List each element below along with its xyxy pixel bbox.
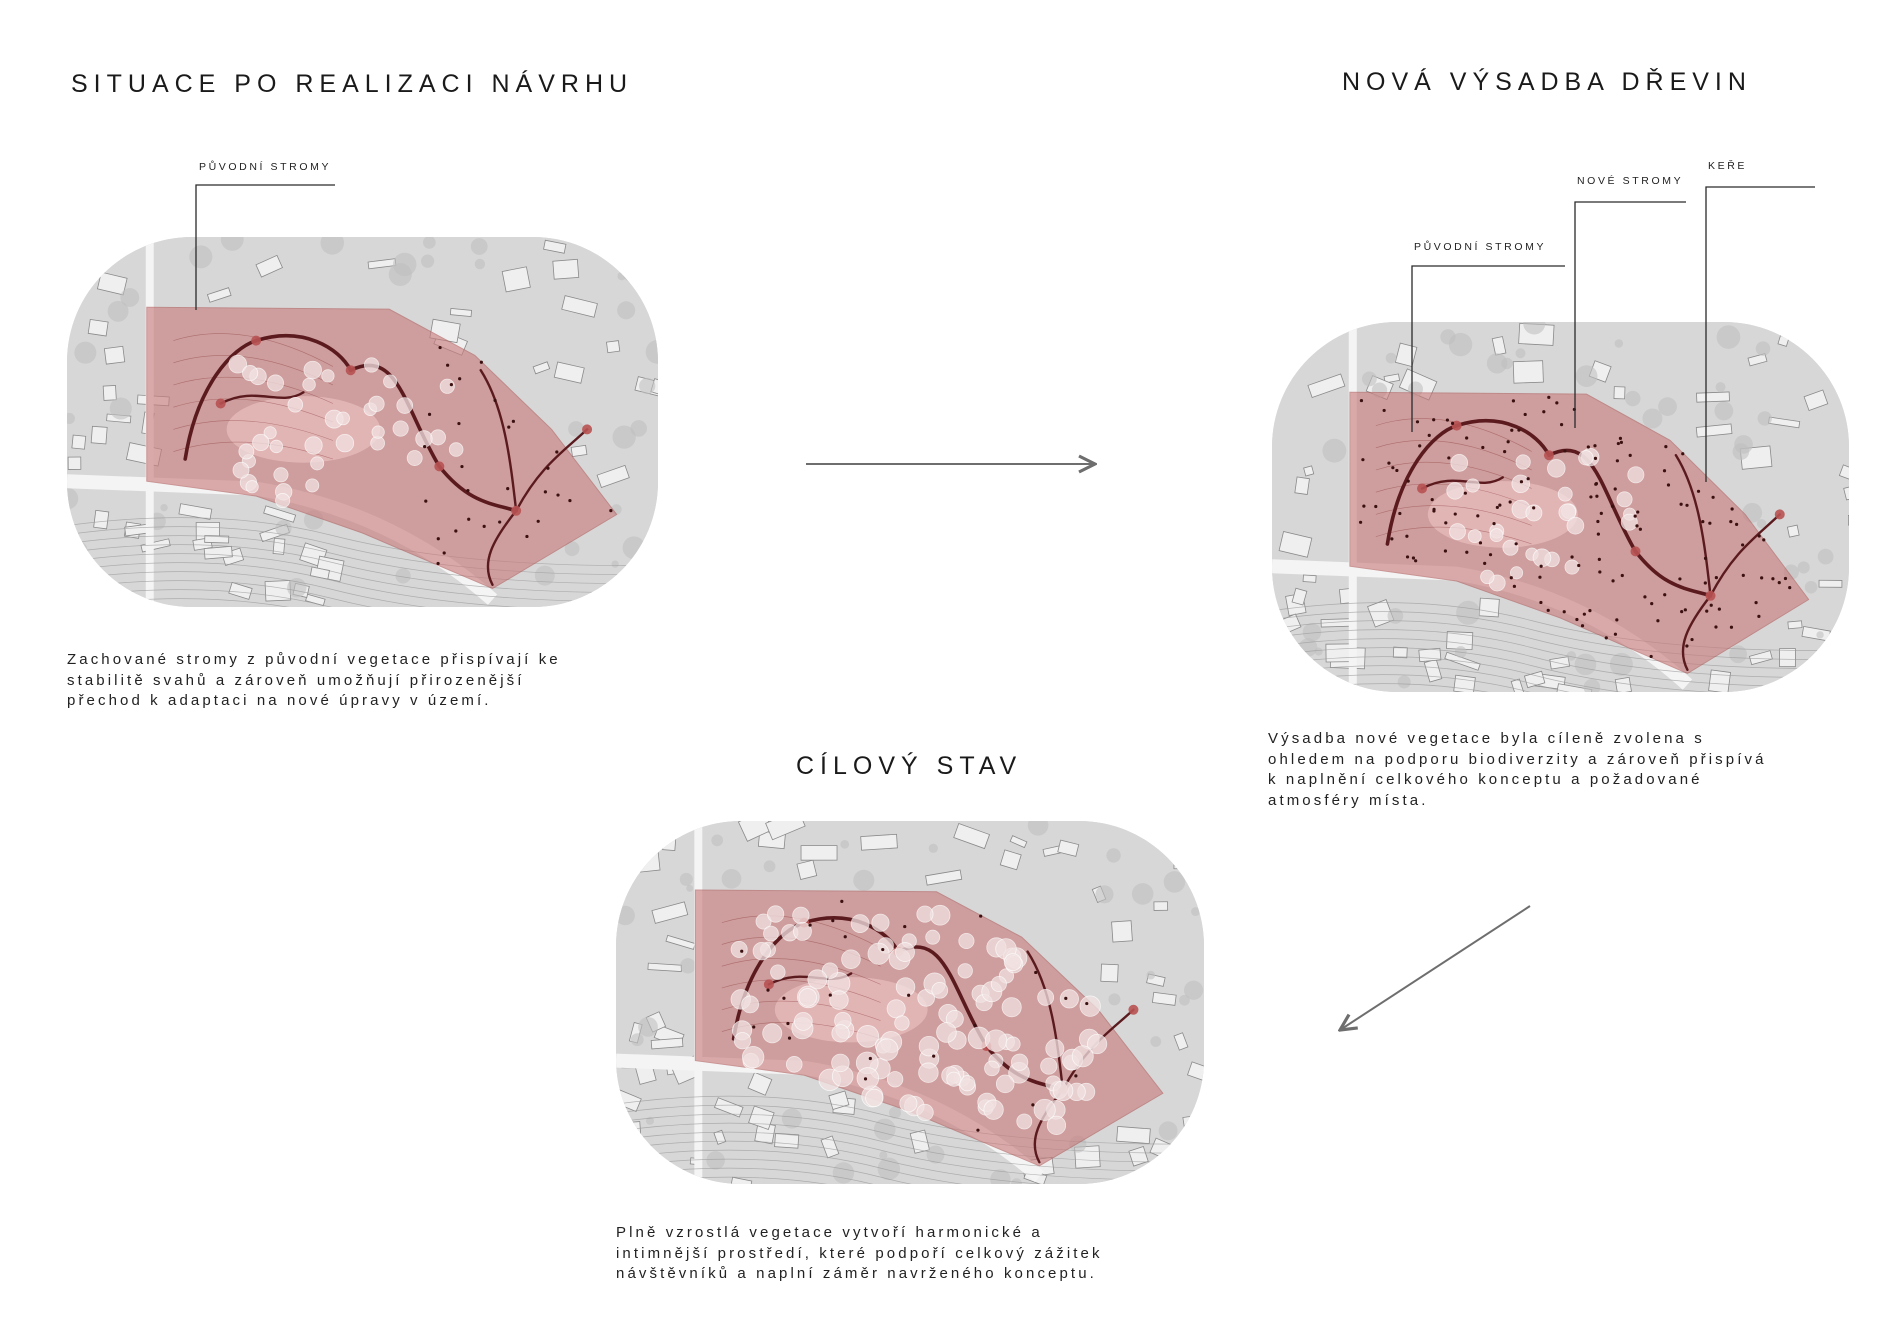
contours-layer: [616, 1095, 1175, 1184]
description-line: přechod k adaptaci na nové úpravy v územ…: [67, 692, 492, 709]
description-line: návštěvníků a naplní záměr navrženého ko…: [616, 1265, 1097, 1282]
map-panel-after-implementation: [67, 237, 658, 607]
trees-layer: [1446, 448, 1645, 592]
map-panel-new-planting: [1272, 322, 1849, 692]
description-line: Plně vzrostlá vegetace vytvoří harmonick…: [616, 1224, 1043, 1241]
section-1-description: Zachované stromy z původní vegetace přis…: [67, 650, 561, 712]
callout-label-original-trees: PŮVODNÍ STROMY: [1414, 241, 1547, 253]
site-plan-map: [67, 237, 658, 607]
site-plan-map: [1272, 322, 1849, 692]
description-line: Výsadba nové vegetace byla cíleně zvolen…: [1268, 730, 1705, 747]
section-3-title: CÍLOVÝ STAV: [796, 752, 1023, 780]
description-line: atmosféry místa.: [1268, 791, 1429, 809]
section-2-title: NOVÁ VÝSADBA DŘEVIN: [1342, 68, 1752, 96]
callout-label-shrubs: KEŘE: [1708, 160, 1747, 172]
description-line: ohledem na podporu biodiverzity a zárove…: [1268, 750, 1767, 768]
trees-layer: [730, 904, 1108, 1135]
callout-label-new-trees: NOVÉ STROMY: [1577, 175, 1684, 187]
description-line: Zachované stromy z původní vegetace přis…: [67, 651, 561, 668]
callout-label-original-trees: PŮVODNÍ STROMY: [199, 161, 332, 173]
site-plan-map: [616, 821, 1204, 1184]
description-line: stabilitě svahů a zároveň umožňují přiro…: [67, 671, 525, 689]
shrubs-layer: [740, 899, 1089, 1132]
section-1-title: SITUACE PO REALIZACI NÁVRHU: [71, 70, 634, 98]
map-panel-target-state: [616, 821, 1204, 1184]
arrow-down-left-icon: [1340, 905, 1531, 1030]
trees-layer: [228, 354, 464, 509]
shrubs-layer: [423, 345, 613, 566]
section-3-description: Plně vzrostlá vegetace vytvoří harmonick…: [616, 1223, 1103, 1285]
description-line: k naplnění celkového konceptu a požadova…: [1268, 771, 1703, 788]
description-line: intimnější prostředí, které podpoří celk…: [616, 1244, 1103, 1262]
section-2-description: Výsadba nové vegetace byla cíleně zvolen…: [1268, 729, 1767, 811]
